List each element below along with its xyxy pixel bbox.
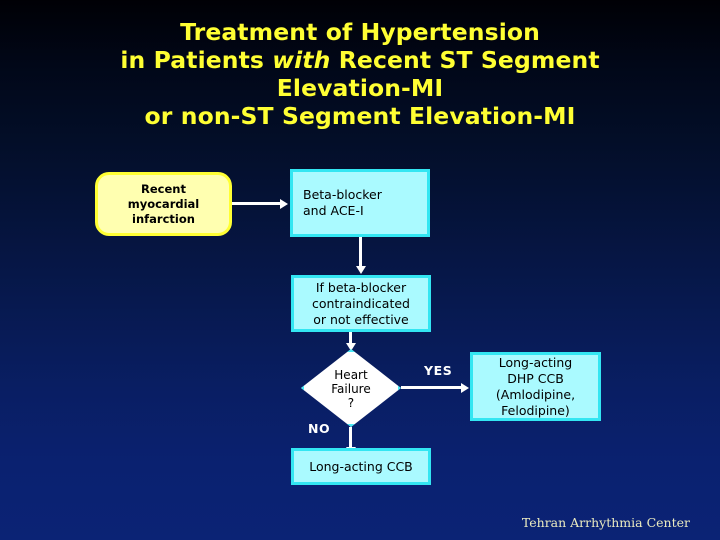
title-line-1: Treatment of Hypertension <box>180 18 540 46</box>
title-line-3: Elevation-MI <box>276 74 444 102</box>
node-long-acting-ccb[interactable]: Long-acting CCB <box>291 448 431 485</box>
node-beta-blocker-and-ace-i[interactable]: Beta-blocker and ACE-I <box>290 169 430 237</box>
node-recent-mi-line-2: myocardial <box>127 196 200 211</box>
connector-yes-to-dhp-ccb <box>401 386 462 389</box>
node-if-beta-blocker-contraindicated[interactable]: If beta-blocker contraindicated or not e… <box>291 275 431 332</box>
node-contraindicated-text: If beta-blocker contraindicated or not e… <box>312 280 410 328</box>
node-recent-mi-line-3: infarction <box>132 211 195 226</box>
node-long-acting-dhp-ccb[interactable]: Long-acting DHP CCB (Amlodipine, Felodip… <box>470 352 601 421</box>
node-contraindicated-line-3: or not effective <box>313 311 409 327</box>
node-dhp-ccb-text: Long-acting DHP CCB (Amlodipine, Felodip… <box>496 355 575 419</box>
connector-contraindicated-to-decision <box>349 332 352 344</box>
node-dhp-ccb-line-1: Long-acting <box>498 354 573 370</box>
node-heart-failure-line-3: ? <box>347 396 355 410</box>
arrowhead-right-to-betablocker <box>280 198 288 209</box>
footer-attribution: Tehran Arrhythmia Center <box>521 515 690 530</box>
node-heart-failure-line-2: Failure <box>331 382 371 396</box>
title-line-2-pre: in Patients <box>120 46 273 74</box>
node-recent-mi-text: Recent myocardial infarction <box>128 182 200 227</box>
connector-no-to-long-acting-ccb <box>349 427 352 448</box>
node-dhp-ccb-line-3: (Amlodipine, <box>495 386 576 402</box>
arrowhead-down-to-decision <box>345 343 356 351</box>
node-contraindicated-line-1: If beta-blocker <box>315 279 407 295</box>
node-recent-myocardial-infarction[interactable]: Recent myocardial infarction <box>95 172 232 236</box>
node-long-acting-ccb-line-1: Long-acting CCB <box>309 458 413 474</box>
node-contraindicated-line-2: contraindicated <box>311 295 410 311</box>
branch-label-no: NO <box>308 421 331 436</box>
node-beta-blocker-line-2: and ACE-I <box>303 203 364 218</box>
title-line-2-post: Recent ST Segment <box>330 46 600 74</box>
title-line-4: or non-ST Segment Elevation-MI <box>144 102 576 130</box>
branch-label-yes: YES <box>424 363 453 378</box>
page-title: Treatment of Hypertension in Patients wi… <box>0 18 720 130</box>
node-heart-failure-line-1: Heart <box>334 368 368 382</box>
arrowhead-right-to-dhp-ccb <box>461 382 469 393</box>
node-heart-failure-text: Heart Failure ? <box>301 349 401 427</box>
title-line-2-italic: with <box>272 46 331 74</box>
node-dhp-ccb-line-2: DHP CCB <box>507 370 564 386</box>
arrowhead-down-to-contraindicated <box>355 266 366 274</box>
connector-betablocker-to-contraindicated <box>359 237 362 267</box>
node-beta-blocker-text: Beta-blocker and ACE-I <box>303 187 382 219</box>
title-line-2: in Patients with Recent ST Segment <box>0 46 720 74</box>
node-heart-failure-decision[interactable]: Heart Failure ? <box>301 349 401 427</box>
node-beta-blocker-line-1: Beta-blocker <box>303 187 382 202</box>
diamond-text-block: Heart Failure ? <box>331 368 370 410</box>
node-dhp-ccb-line-4: Felodipine) <box>501 402 570 418</box>
node-recent-mi-line-1: Recent <box>141 181 186 196</box>
connector-recentmi-to-betablocker <box>232 202 280 205</box>
